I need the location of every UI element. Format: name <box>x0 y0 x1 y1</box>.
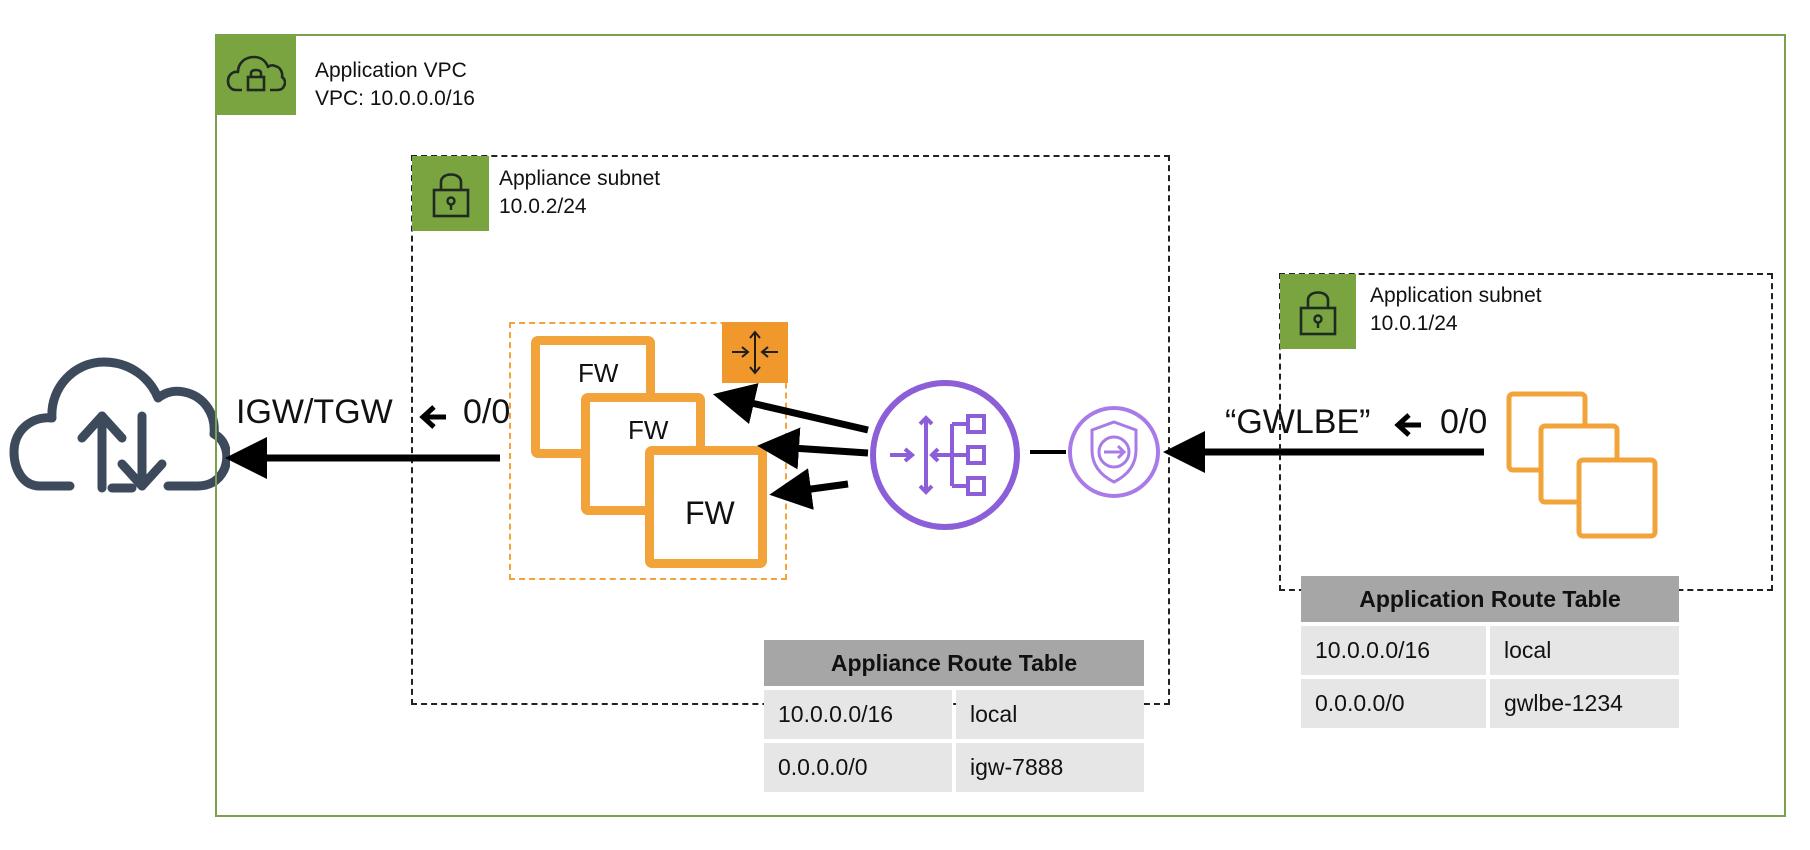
application-subnet-cidr: 10.0.1/24 <box>1370 312 1458 335</box>
route-target-cell: igw-7888 <box>956 743 1144 792</box>
route-table-title: Application Route Table <box>1301 576 1679 622</box>
vpc-cidr: VPC: 10.0.0.0/16 <box>315 87 475 110</box>
gateway-load-balancer-endpoint-icon <box>1066 404 1162 500</box>
auto-scaling-icon <box>722 322 788 383</box>
route-target-cell: local <box>1490 626 1679 675</box>
left-arrow-icon <box>418 402 448 432</box>
application-vpc-box <box>215 34 1786 817</box>
gwlbe-route-label: 0/0 <box>1440 403 1488 441</box>
firewall-label: FW <box>578 358 619 388</box>
padlock-icon <box>1280 274 1356 349</box>
route-destination-cell: 10.0.0.0/16 <box>1301 626 1486 675</box>
vpc-title: Application VPC <box>315 59 467 82</box>
application-route-table: Application Route Table 10.0.0.0/16 loca… <box>1301 576 1679 732</box>
appliance-subnet-title: Appliance subnet <box>499 167 661 190</box>
padlock-icon <box>412 156 489 231</box>
firewall-label: FW <box>628 415 669 445</box>
ec2-instances-icon <box>1505 390 1660 540</box>
appliance-subnet-cidr: 10.0.2/24 <box>499 195 587 218</box>
route-destination-cell: 0.0.0.0/0 <box>1301 679 1486 728</box>
left-arrow-icon <box>1393 410 1423 440</box>
firewall-instance-3: FW <box>645 446 767 568</box>
route-target-cell: local <box>956 690 1144 739</box>
route-destination-cell: 10.0.0.0/16 <box>764 690 952 739</box>
route-target-cell: gwlbe-1234 <box>1490 679 1679 728</box>
route-table-title: Appliance Route Table <box>764 640 1144 686</box>
vpc-cloud-lock-icon <box>216 35 296 115</box>
route-destination-cell: 0.0.0.0/0 <box>764 743 952 792</box>
firewall-label: FW <box>685 495 735 531</box>
application-subnet-title: Application subnet <box>1370 284 1542 307</box>
gwlbe-label: “GWLBE” <box>1225 403 1371 441</box>
gateway-load-balancer-icon <box>868 378 1022 532</box>
appliance-route-table: Appliance Route Table 10.0.0.0/16 local … <box>764 640 1144 796</box>
igw-tgw-label: IGW/TGW <box>236 393 393 431</box>
igw-route-label: 0/0 <box>463 393 511 431</box>
